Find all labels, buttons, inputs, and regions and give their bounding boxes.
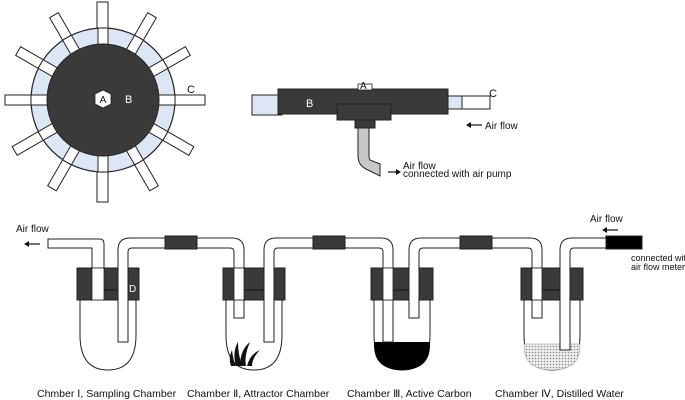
connector-1-2 <box>164 235 198 250</box>
side-label-c: C <box>489 88 497 100</box>
chamber-1: D Chmber Ⅰ, Sampling Chamber <box>37 237 177 400</box>
chamber-3-stopper <box>370 267 434 301</box>
chamber-3-caption: Chamber Ⅲ, Active Carbon <box>347 388 472 400</box>
chamber-3: Chamber Ⅲ, Active Carbon <box>344 237 472 400</box>
label-d: D <box>129 284 136 295</box>
inlet-connector <box>605 235 643 250</box>
distilled-water-fill <box>523 343 581 371</box>
attractor-plant-icon <box>229 342 260 366</box>
side-bottom-block <box>336 103 392 121</box>
connector-3-4 <box>459 235 493 250</box>
connector-2-3 <box>312 235 346 250</box>
side-air-flow-label-2: Air flow <box>403 161 437 172</box>
meter-note-1: connected with <box>631 253 685 263</box>
side-label-a: A <box>360 81 367 92</box>
top-label-a: A <box>100 95 107 106</box>
chamber-4-stopper <box>520 267 584 301</box>
chambers-assembly: Air flow D Chmber Ⅰ, Sampling Chamber <box>16 214 685 400</box>
side-view-device: B A C Air flow Air flow connected with a… <box>251 81 519 180</box>
air-flow-left-label: Air flow <box>16 224 50 235</box>
chamber-2: Chamber Ⅱ, Attractor Chamber <box>187 237 330 400</box>
top-label-c: C <box>187 84 195 96</box>
center-port <box>94 89 112 109</box>
chamber-1-caption: Chmber Ⅰ, Sampling Chamber <box>37 388 177 400</box>
chamber-4-caption: Chamber Ⅳ, Distilled Water <box>495 388 624 400</box>
chamber-2-stopper <box>222 267 286 301</box>
side-glass-right <box>447 95 463 110</box>
top-label-b: B <box>125 94 132 106</box>
chamber-4: Chamber Ⅳ, Distilled Water <box>491 237 624 400</box>
side-label-b: B <box>306 98 313 110</box>
meter-note-2: air flow meter <box>631 262 685 272</box>
side-air-flow-label: Air flow <box>485 121 519 132</box>
side-top-port <box>357 83 373 91</box>
active-carbon-fill <box>374 342 430 370</box>
pump-tube <box>357 127 381 177</box>
side-connector <box>354 119 376 129</box>
chamber-1-stopper <box>76 267 140 301</box>
air-flow-right-label: Air flow <box>590 214 624 225</box>
pump-note: connected with air pump <box>403 169 512 180</box>
chamber-2-caption: Chamber Ⅱ, Attractor Chamber <box>187 388 330 400</box>
top-view-device: A B C <box>4 1 206 203</box>
